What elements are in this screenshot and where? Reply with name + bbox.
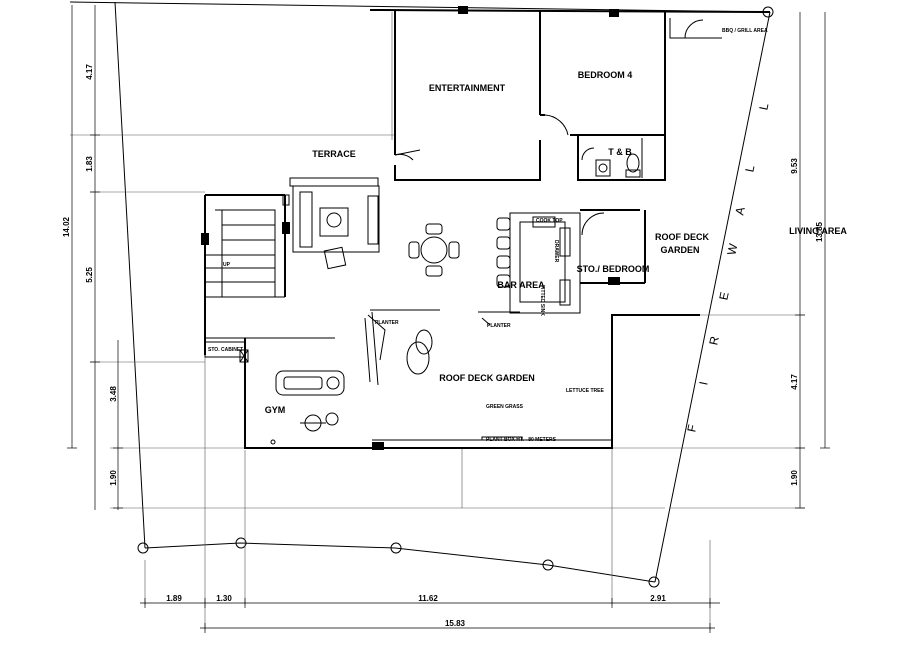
- room-label-roof-deck-right-1: ROOF DECK: [655, 232, 710, 242]
- dimensions-right: 9.53 4.17 1.90 13.85: [790, 12, 830, 509]
- label-planter-right: PLANTER: [487, 323, 511, 329]
- room-label-toilet-bath: T & B: [608, 147, 632, 157]
- fire-wall-label: F I R E W A L L: [684, 102, 771, 434]
- columns: [201, 6, 620, 450]
- dimension-right-1: 9.53: [790, 158, 799, 174]
- dimension-bottom-4: 2.91: [650, 594, 666, 603]
- fire-wall-letter: E: [716, 291, 731, 302]
- label-green-grass: GREEN GRASS: [486, 404, 524, 410]
- label-fitted-sink: FITTED SINK: [539, 285, 545, 316]
- room-label-entertainment: ENTERTAINMENT: [429, 83, 506, 93]
- dimension-left-1: 4.17: [85, 64, 94, 80]
- fire-wall-letter: L: [742, 164, 757, 174]
- label-plant-box: PLANT BOX HT. - 80 METERS: [486, 437, 557, 443]
- dimension-bottom-2: 1.30: [216, 594, 232, 603]
- fire-wall-letter: W: [724, 242, 740, 257]
- dimension-right-total: 13.85: [815, 221, 824, 242]
- label-cook-top: COOK TOP: [536, 218, 563, 224]
- dimensions-left: 4.17 1.83 5.25 3.48 1.90 14.02: [62, 5, 123, 510]
- room-label-bedroom-4: BEDROOM 4: [578, 70, 633, 80]
- dimension-bottom-3: 11.62: [418, 594, 438, 603]
- furniture: [270, 177, 581, 445]
- room-label-sto-bedroom: STO./ BEDROOM: [577, 264, 650, 274]
- room-label-roof-deck-garden: ROOF DECK GARDEN: [439, 373, 535, 383]
- label-sto-cabinet: STO. CABINET: [208, 347, 243, 353]
- room-labels: ENTERTAINMENT BEDROOM 4 TERRACE T & B RO…: [265, 70, 848, 415]
- room-label-living-area: LIVING AREA: [789, 226, 847, 236]
- fire-wall-letter: A: [732, 206, 747, 217]
- site-boundary: [69, 1, 805, 630]
- label-drawer: DRAWER: [553, 240, 559, 263]
- room-label-terrace: TERRACE: [312, 149, 356, 159]
- fire-wall-letter: I: [696, 380, 710, 386]
- dimension-bottom-total: 15.83: [445, 619, 466, 628]
- dimension-left-total: 14.02: [62, 216, 71, 237]
- dimension-right-2: 4.17: [790, 374, 799, 390]
- small-labels: BBQ / GRILL AREA COOK TOP UP PLANTER PLA…: [208, 28, 768, 443]
- dimensions-bottom: 1.89 1.30 11.62 2.91 15.83: [140, 594, 720, 633]
- room-label-roof-deck-right-2: GARDEN: [660, 245, 699, 255]
- label-bbq-grill: BBQ / GRILL AREA: [722, 28, 768, 34]
- fire-wall-letter: L: [756, 102, 771, 112]
- dimension-bottom-1: 1.89: [166, 594, 182, 603]
- label-planter-left: PLANTER: [375, 320, 399, 326]
- dimension-left-4: 3.48: [109, 386, 118, 402]
- dimension-left-5: 1.90: [109, 470, 118, 486]
- room-label-gym: GYM: [265, 405, 286, 415]
- dimension-left-3: 5.25: [85, 267, 94, 283]
- room-label-bar-area: BAR AREA: [497, 280, 545, 290]
- label-stair-up: UP: [223, 262, 231, 268]
- dimension-left-2: 1.83: [85, 156, 94, 172]
- label-lettuce-tree: LETTUCE TREE: [566, 388, 604, 394]
- dimension-right-3: 1.90: [790, 470, 799, 486]
- fire-wall-letter: R: [706, 335, 722, 347]
- fire-wall-letter: F: [684, 423, 699, 433]
- building-walls: [204, 9, 771, 449]
